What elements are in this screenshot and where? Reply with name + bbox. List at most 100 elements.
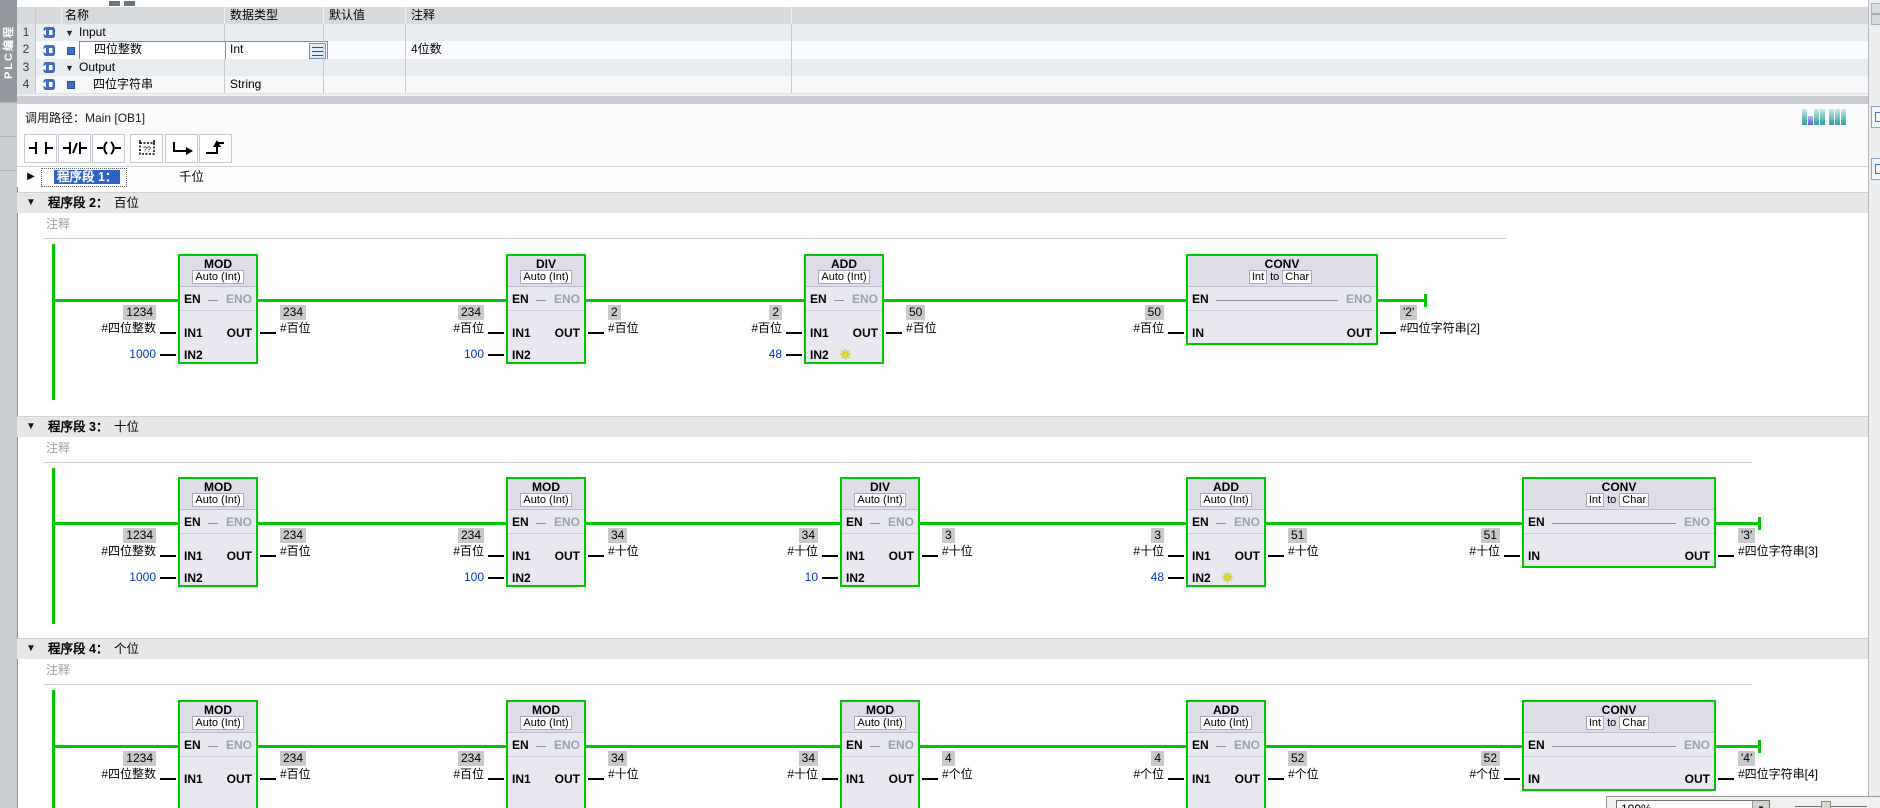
expander-icon[interactable]: ▼ [65,63,74,73]
network-title[interactable]: 百位 [114,196,140,210]
scroll-button[interactable] [1871,3,1880,14]
monitor-value[interactable]: 51 [1480,528,1500,543]
input-operand[interactable]: 4#个位 [1133,751,1164,782]
row-name[interactable]: 四位字符串 [93,77,154,91]
monitor-value[interactable]: 50 [906,305,926,320]
block-mode-label[interactable]: Auto (Int) [1188,493,1264,507]
network-index[interactable]: 程序段 2： [48,196,109,210]
close-branch-button[interactable] [199,134,232,163]
expand-arrow-icon[interactable]: ▼ [26,197,36,208]
monitor-value[interactable]: 1234 [123,528,156,543]
operand-name[interactable]: #个位 [1288,767,1319,781]
output-operand[interactable]: 2#百位 [608,305,639,336]
input-operand[interactable]: 34#十位 [787,751,818,782]
comment-cell[interactable]: 4位数 [411,42,442,56]
monitor-value[interactable]: 2 [769,305,782,320]
monitor-value[interactable]: 4 [1151,751,1164,766]
operand-name[interactable]: #十位 [1469,544,1500,558]
constant-operand[interactable]: 48 [1150,570,1164,584]
output-operand[interactable]: 4#个位 [942,751,973,782]
constant-operand[interactable]: 10 [804,570,818,584]
network-title[interactable]: 千位 [179,170,205,184]
input-operand[interactable]: 1234#四位整数 [101,751,156,782]
operand-name[interactable]: #百位 [608,321,639,335]
operand-name[interactable]: #四位整数 [101,544,156,558]
network-title[interactable]: 个位 [114,642,140,656]
row-name[interactable]: Input [79,25,106,39]
table-row[interactable]: 4 四位字符串 String [17,76,1880,94]
zoom-slider-handle[interactable] [1821,801,1831,808]
monitor-value[interactable]: 34 [608,528,628,543]
output-operand[interactable]: 34#十位 [608,528,639,559]
constant-operand[interactable]: 100 [463,570,484,584]
expander-icon[interactable]: ▼ [65,28,74,38]
block-mode-label[interactable]: Auto (Int) [180,716,256,730]
plc-programming-tab[interactable]: PLC编程 [0,0,17,103]
output-operand[interactable]: 50#百位 [906,305,937,336]
operand-name[interactable]: #十位 [787,544,818,558]
output-operand[interactable]: '4'#四位字符串[4] [1738,751,1818,782]
output-operand[interactable]: 3#十位 [942,528,973,559]
zoom-level-combobox[interactable]: 100% ▼ [1616,800,1770,808]
normally-open-contact-button[interactable] [24,134,57,163]
block-mode-label[interactable]: Auto (Int) [508,270,584,284]
output-operand[interactable]: '3'#四位字符串[3] [1738,528,1818,559]
network-title[interactable]: 十位 [114,420,140,434]
operand-name[interactable]: #百位 [280,321,311,335]
operand-name[interactable]: #十位 [608,767,639,781]
operand-name[interactable]: #个位 [942,767,973,781]
input-operand[interactable]: 51#十位 [1469,528,1500,559]
table-row[interactable]: 1 ▼ Input [17,24,1880,42]
operand-name[interactable]: #四位整数 [101,767,156,781]
network-header[interactable]: ▼ 程序段 2： 百位 [17,192,1868,213]
monitor-value[interactable]: 52 [1288,751,1308,766]
operand-name[interactable]: #四位字符串[4] [1738,767,1819,781]
operand-name[interactable]: #十位 [942,544,973,558]
output-operand[interactable]: 52#个位 [1288,751,1319,782]
expand-arrow-icon[interactable]: ▼ [26,421,36,432]
snapshot-button[interactable] [1871,158,1880,180]
monitor-value[interactable]: 50 [1144,305,1164,320]
col-header-default[interactable]: 默认值 [329,8,366,22]
network-index[interactable]: 程序段 3： [48,420,109,434]
operand-name[interactable]: #百位 [453,321,484,335]
monitor-value[interactable]: 52 [1480,751,1500,766]
block-mode-label[interactable]: Auto (Int) [180,270,256,284]
monitor-value[interactable]: 234 [457,751,484,766]
col-header-name[interactable]: 名称 [65,8,90,22]
network-comment-placeholder[interactable]: 注释 [46,441,71,455]
col-header-comment[interactable]: 注释 [411,8,436,22]
operand-name[interactable]: #百位 [1133,321,1164,335]
operand-name[interactable]: #百位 [906,321,937,335]
monitor-value[interactable]: 4 [942,751,955,766]
network-comment-placeholder[interactable]: 注释 [46,663,71,677]
zoom-dropdown-button[interactable]: ▼ [1752,801,1769,808]
monitor-value[interactable]: 3 [942,528,955,543]
network-index[interactable]: 程序段 4： [48,642,109,656]
col-header-datatype[interactable]: 数据类型 [230,8,279,22]
input-operand[interactable]: 50#百位 [1133,305,1164,336]
empty-box-button[interactable]: ?? [130,134,163,163]
monitor-value[interactable]: 234 [280,751,307,766]
operand-name[interactable]: #十位 [608,544,639,558]
zoom-slider-track[interactable] [1795,806,1867,807]
constant-operand[interactable]: 1000 [129,570,156,584]
operand-name[interactable]: #个位 [1469,767,1500,781]
monitor-value[interactable]: '4' [1738,751,1756,766]
scroll-button[interactable] [1871,14,1880,25]
normally-closed-contact-button[interactable] [58,134,91,163]
table-row[interactable]: 2 四位整数 Int 4位数 [17,41,1880,60]
input-operand[interactable]: 1234#四位整数 [101,528,156,559]
operand-name[interactable]: #十位 [1133,544,1164,558]
expand-arrow-icon[interactable]: ▼ [26,643,36,654]
output-operand[interactable]: 51#十位 [1288,528,1319,559]
